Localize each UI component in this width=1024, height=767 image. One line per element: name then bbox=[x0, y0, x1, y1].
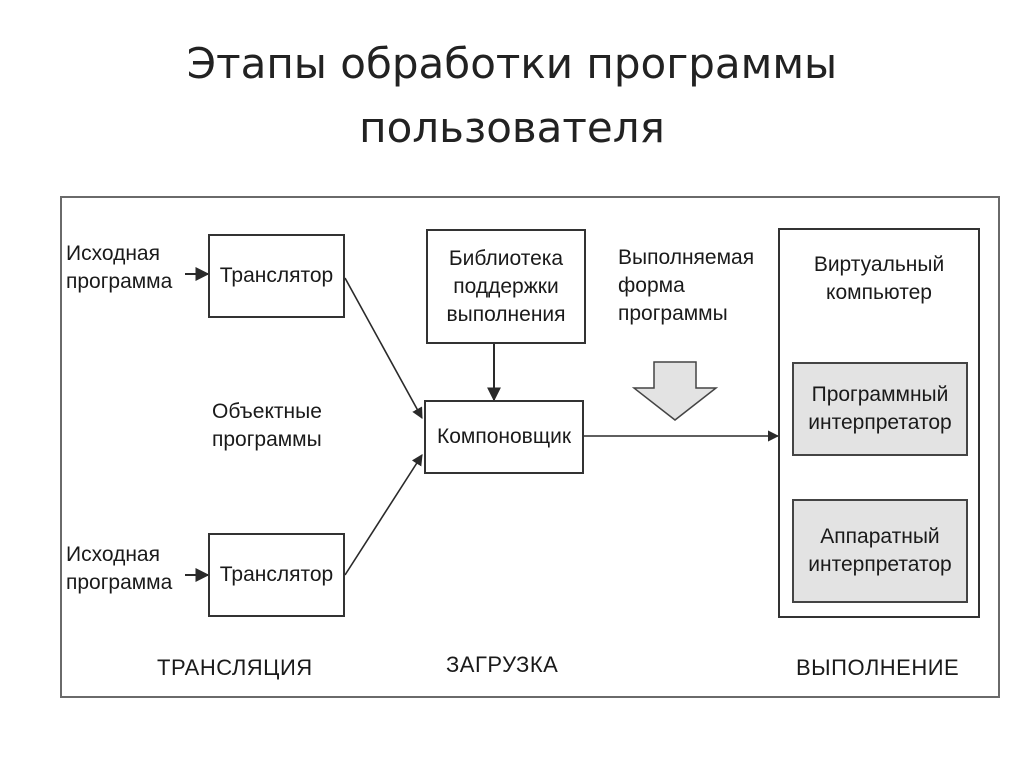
source-program-label-2-line-1: Исходная bbox=[66, 543, 160, 566]
runtime-library-line-3: выполнения bbox=[446, 302, 566, 326]
source-program-label-2: Исходная программа bbox=[66, 541, 172, 597]
translator-box-2: Транслятор bbox=[208, 533, 345, 617]
slide-title: Этапы обработки программы пользователя bbox=[0, 32, 1024, 160]
linker-box-label: Компоновщик bbox=[436, 425, 572, 448]
virtual-computer-line-1: Виртуальный bbox=[813, 253, 945, 276]
diagram-frame bbox=[60, 196, 1000, 698]
arrow-translator1-to-linker bbox=[344, 277, 423, 419]
translator-box-1-label: Транслятор bbox=[219, 264, 334, 287]
source-program-label-1-line-1: Исходная bbox=[66, 242, 160, 265]
executable-form-label: Выполняемая форма программы bbox=[618, 244, 754, 328]
software-interpreter-line-1: Программный bbox=[811, 383, 949, 406]
executable-form-line-3: программы bbox=[618, 302, 728, 325]
arrow-translator2-to-linker bbox=[344, 454, 423, 576]
hardware-interpreter-box: Аппаратный интерпретатор bbox=[792, 499, 968, 603]
source-program-label-1-line-2: программа bbox=[66, 270, 173, 293]
executable-form-line-2: форма bbox=[618, 274, 685, 297]
slide-title-line-2: пользователя bbox=[359, 103, 665, 152]
object-programs-label-line-2: программы bbox=[212, 428, 322, 451]
executable-form-line-1: Выполняемая bbox=[618, 246, 755, 269]
software-interpreter-line-2: интерпретатор bbox=[808, 411, 952, 434]
virtual-computer-line-2: компьютер bbox=[826, 281, 932, 304]
stage-loading-label: ЗАГРУЗКА bbox=[446, 652, 559, 677]
source-program-label-1: Исходная программа bbox=[66, 240, 172, 296]
object-programs-label-line-1: Объектные bbox=[212, 400, 322, 423]
runtime-library-line-2: поддержки bbox=[453, 274, 559, 298]
object-programs-label: Объектные программы bbox=[212, 398, 322, 454]
hardware-interpreter-line-2: интерпретатор bbox=[808, 553, 952, 576]
software-interpreter-box: Программный интерпретатор bbox=[792, 362, 968, 456]
slide-title-line-1: Этапы обработки программы bbox=[186, 39, 838, 88]
translator-box-1: Транслятор bbox=[208, 234, 345, 318]
source-program-label-2-line-2: программа bbox=[66, 571, 173, 594]
stage-translation-label: ТРАНСЛЯЦИЯ bbox=[157, 655, 313, 680]
runtime-library-box: Библиотека поддержки выполнения bbox=[426, 229, 586, 344]
hardware-interpreter-line-1: Аппаратный bbox=[820, 525, 940, 548]
stage-execution-label: ВЫПОЛНЕНИЕ bbox=[796, 655, 960, 680]
runtime-library-line-1: Библиотека bbox=[448, 246, 564, 270]
exec-form-down-arrow bbox=[631, 361, 719, 421]
virtual-computer-label: Виртуальный компьютер bbox=[778, 251, 980, 307]
linker-box: Компоновщик bbox=[424, 400, 584, 474]
translator-box-2-label: Транслятор bbox=[219, 563, 334, 586]
